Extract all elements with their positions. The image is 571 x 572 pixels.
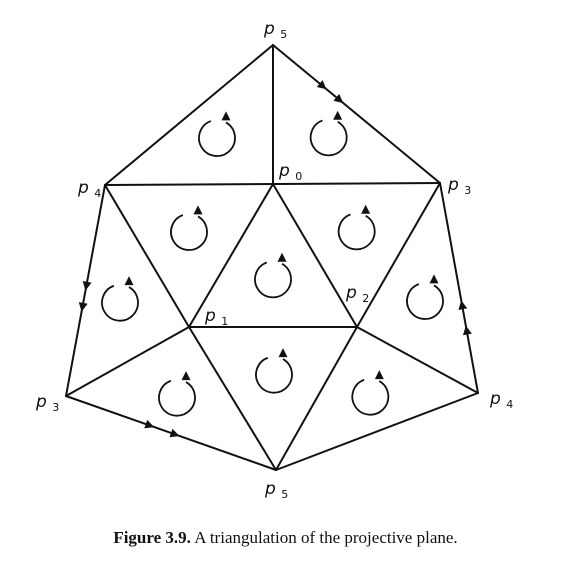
edge-arrowhead [82,281,92,291]
edges [65,44,479,471]
vertex-subscript: 2 [362,292,369,305]
orientation-arrowhead [361,204,371,214]
orientation-arc [170,214,208,251]
edge-arrowhead [169,428,180,438]
orientation-arrowhead [277,252,287,262]
edge-arrowhead [458,300,468,311]
orientation-arc [337,213,376,251]
edge-L4-P1 [104,184,190,328]
orientation-arrowhead [124,276,134,286]
label-left-upper-p4: p 4 [77,178,101,200]
orientation-arc [255,356,293,394]
edge-arrowhead [78,302,88,312]
edge-arrows [78,80,472,438]
vertex-subscript: 5 [280,28,287,41]
orientation-arc [406,283,444,320]
label-left-lower-p3: p 3 [35,392,59,414]
vertex-subscript: 4 [506,398,513,411]
orientation-arc [351,378,390,416]
orientation-arrowhead [374,370,384,380]
vertex-subscript: 3 [52,401,59,414]
orientation-arc [254,261,292,299]
orientation-arrowhead [429,274,439,284]
orientation-arrowhead [181,371,191,381]
edge-T-L4 [104,44,274,186]
orientation-arrowhead [221,111,231,121]
vertex-subscript: 5 [281,488,288,501]
edge-arrowhead [144,419,155,429]
orientation-arrowhead [333,110,343,120]
edge-P0-P2 [272,183,358,328]
edge-L3-P1 [65,326,190,397]
vertex-subscript: 1 [221,315,228,328]
label-p1: p 1 [204,306,228,328]
orientation-arrows [101,110,444,417]
figure-caption: Figure 3.9. A triangulation of the proje… [0,528,571,548]
vertex-subscript: 0 [295,170,302,183]
orientation-arc [101,284,139,322]
orientation-arc [198,120,236,157]
orientation-arc [158,379,196,417]
orientation-arrowhead [193,205,203,215]
label-p2: p 2 [345,283,369,305]
vertex-labels: p 5 p 0 p 1 p 2 p 4 p 3 p 3 p 4 p 5 [35,19,513,501]
orientation-arrowhead [278,348,288,358]
label-right-upper-p3: p 3 [447,175,471,197]
edge-arrowhead [333,93,344,104]
label-bottom-p5: p 5 [264,479,288,501]
edge-R3-P2 [356,182,441,328]
caption-label: Figure 3.9. [113,528,191,547]
orientation-arc [309,119,348,157]
edge-R4-P2 [356,326,479,394]
label-p0: p 0 [278,161,302,183]
edge-T-R3 [272,44,441,184]
edge-arrowhead [462,325,472,336]
caption-text: A triangulation of the projective plane. [194,528,458,547]
vertex-subscript: 3 [464,184,471,197]
edge-arrowhead [316,80,327,90]
edge-P2-B [275,326,358,471]
vertex-subscript: 4 [94,187,101,200]
label-top-p5: p 5 [263,19,287,41]
edge-P0-P1 [188,183,274,328]
label-right-lower-p4: p 4 [489,389,513,411]
edge-B-R4 [275,392,479,471]
edge-P1-B [188,326,277,471]
edge-R3-R4 [439,182,479,394]
